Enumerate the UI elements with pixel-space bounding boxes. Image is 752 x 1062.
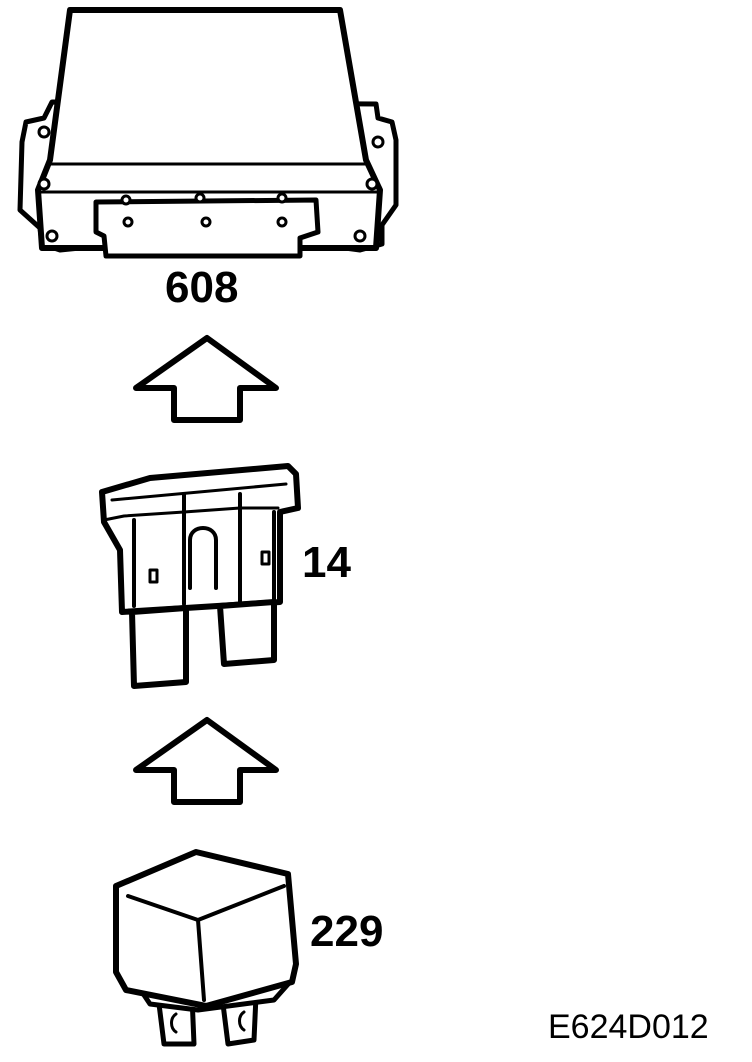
mounting-hole — [353, 229, 367, 243]
fuse-element — [188, 526, 218, 590]
relay-edges — [126, 884, 286, 1002]
label-229: 229 — [310, 907, 384, 956]
label-14: 14 — [302, 538, 351, 587]
mounting-hole — [122, 216, 134, 228]
mounting-hole — [37, 177, 51, 191]
mounting-hole — [276, 192, 288, 204]
mounting-hole — [194, 192, 206, 204]
up-arrow — [133, 717, 279, 805]
relay — [113, 849, 299, 1047]
up-arrow — [133, 335, 279, 423]
fuse-body — [132, 492, 276, 608]
mounting-hole — [200, 216, 212, 228]
relay-housing — [113, 849, 299, 1009]
fuse-mark — [260, 550, 271, 566]
fuse-cap — [99, 463, 301, 615]
relay-terminal-slot — [170, 1010, 246, 1034]
blade-fuse — [99, 463, 301, 689]
label-608: 608 — [165, 263, 239, 312]
reference-code: E624D012 — [548, 1008, 709, 1046]
mounting-hole — [371, 135, 385, 149]
fuse-blade-left — [129, 605, 189, 689]
fuse-mark — [148, 568, 159, 584]
mounting-hole — [365, 177, 379, 191]
housing-edge — [36, 162, 382, 194]
mounting-hole — [37, 125, 51, 139]
control-module — [17, 7, 399, 259]
mounting-hole — [276, 216, 288, 228]
module-housing — [35, 7, 383, 251]
mounting-hole — [45, 229, 59, 243]
mounting-hole — [120, 194, 132, 206]
fuse-blade-right — [217, 599, 277, 667]
connector-face — [93, 197, 321, 259]
